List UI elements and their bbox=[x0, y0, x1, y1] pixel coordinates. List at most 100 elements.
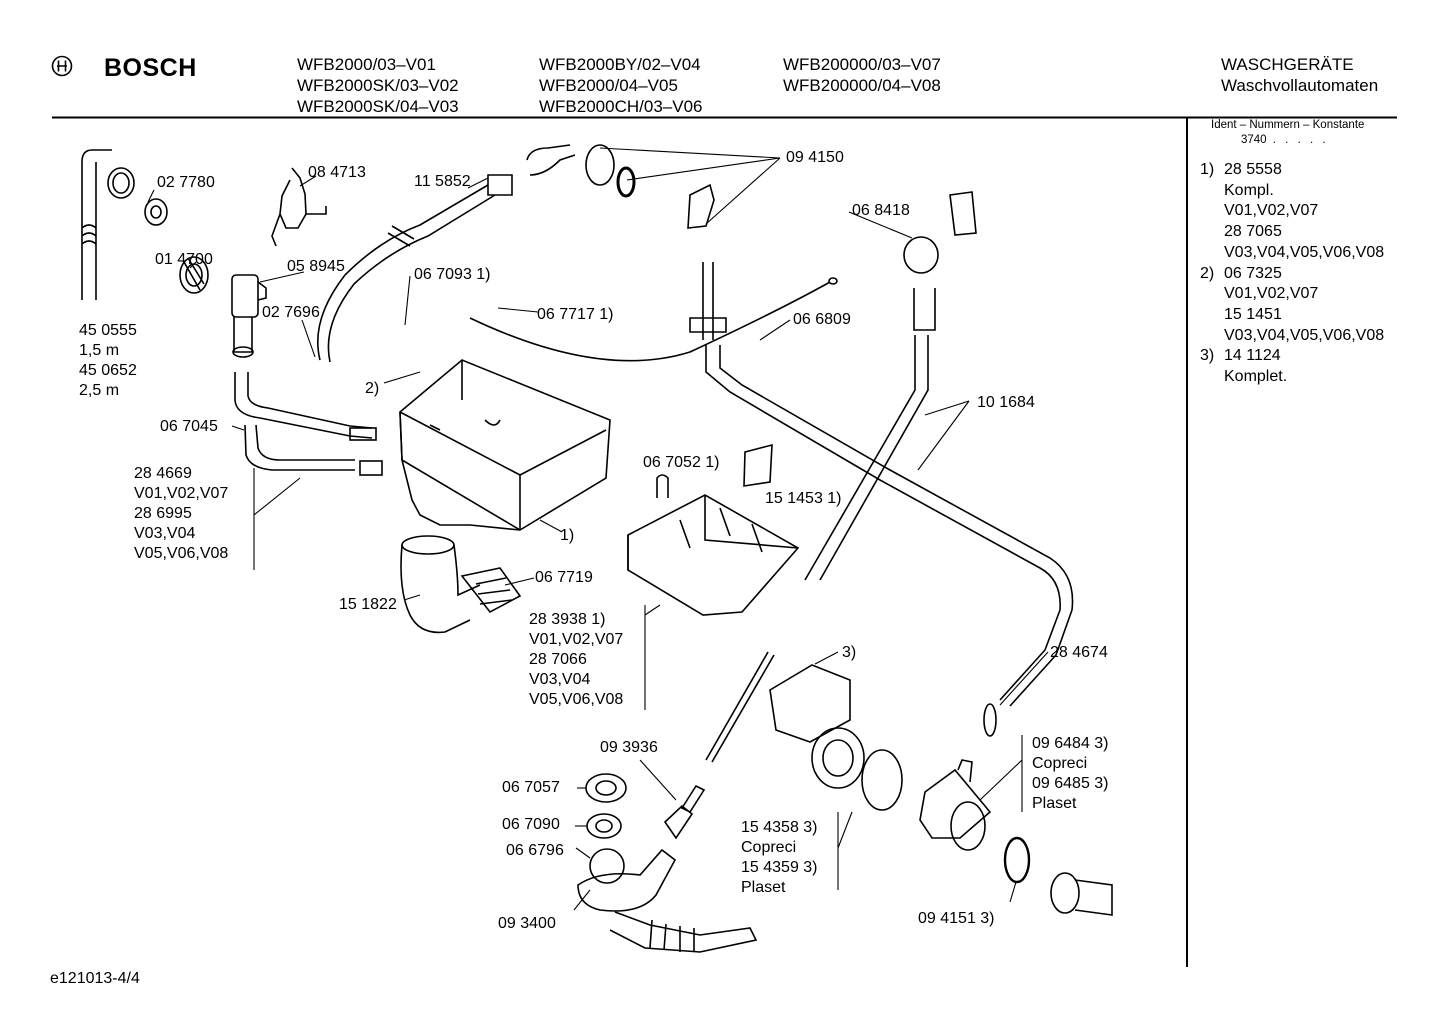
note-line: V01,V02,V07 bbox=[1224, 202, 1319, 220]
models-column-3: WFB200000/03–V07 WFB200000/04–V08 bbox=[783, 54, 941, 96]
bellows-151822 bbox=[400, 535, 522, 634]
model-line: WFB2000/03–V01 bbox=[297, 55, 436, 74]
label-283938: 28 3938 1) V01,V02,V07 28 7066 V03,V04 V… bbox=[529, 610, 623, 710]
label-line: Copreci bbox=[1032, 755, 1088, 772]
pressure-switch-068418 bbox=[903, 191, 977, 331]
label-068418: 06 8418 bbox=[852, 202, 910, 219]
cable-066809 bbox=[469, 281, 831, 362]
note-number: 3) bbox=[1200, 347, 1215, 365]
note-number: 1) bbox=[1200, 161, 1215, 178]
label-line: 2,5 m bbox=[79, 382, 120, 399]
label-066809: 06 6809 bbox=[793, 311, 851, 328]
label-096484: 09 6484 3) Copreci 09 6485 3) Plaset bbox=[1032, 734, 1109, 814]
label-line: 28 4669 bbox=[134, 465, 192, 482]
label-084713: 08 4713 bbox=[308, 164, 366, 181]
model-line: WFB200000/04–V08 bbox=[783, 76, 941, 95]
inlet-hose-450555 bbox=[81, 149, 135, 300]
label-line: V05,V06,V08 bbox=[529, 691, 624, 708]
model-line: WFB200000/03–V07 bbox=[783, 55, 941, 74]
label-450555: 45 0555 1,5 m 45 0652 2,5 m bbox=[79, 321, 137, 401]
label-line: Plaset bbox=[741, 879, 786, 896]
clamp-084713 bbox=[271, 167, 327, 247]
label-line: 09 6484 3) bbox=[1032, 735, 1109, 752]
label-line: 15 4359 3) bbox=[741, 859, 818, 876]
label-067093: 06 7093 1) bbox=[414, 266, 491, 283]
note-line: 28 5558 bbox=[1224, 161, 1282, 178]
label-115852: 11 5852 bbox=[414, 173, 471, 190]
label-094150: 09 4150 bbox=[786, 149, 844, 166]
ball-066796 bbox=[589, 848, 625, 884]
note-line: 15 1451 bbox=[1224, 305, 1282, 323]
label-067719: 06 7719 bbox=[535, 569, 593, 586]
label-line: 45 0555 bbox=[79, 322, 137, 339]
label-line: V01,V02,V07 bbox=[529, 631, 624, 648]
label-067052: 06 7052 1) bbox=[643, 454, 720, 471]
label-line: 09 6485 3) bbox=[1032, 775, 1109, 792]
label-094151: 09 4151 3) bbox=[918, 910, 995, 927]
label-line: 28 6995 bbox=[134, 505, 192, 522]
label-101684: 10 1684 bbox=[977, 394, 1035, 411]
note-line: 14 1124 bbox=[1224, 347, 1281, 365]
label-067057: 06 7057 bbox=[502, 779, 560, 796]
note-line: 28 7065 bbox=[1224, 223, 1282, 241]
leader-lines bbox=[147, 147, 1049, 911]
model-line: WFB2000CH/03–V06 bbox=[539, 97, 703, 116]
note-number: 2) bbox=[1200, 264, 1215, 282]
note-2: 2) 06 7325 V01,V02,V07 15 1451 V03,V04,V… bbox=[1200, 264, 1384, 347]
label-151453: 15 1453 1) bbox=[765, 490, 842, 507]
note-line: V03,V04,V05,V06,V08 bbox=[1224, 243, 1385, 261]
note-line: 06 7325 bbox=[1224, 264, 1282, 282]
constant-value: 3740 bbox=[1241, 134, 1267, 146]
hose-067045 bbox=[234, 372, 373, 439]
model-line: WFB2000SK/04–V03 bbox=[297, 97, 459, 116]
sidebar-title: Ident – Nummern – Konstante bbox=[1211, 119, 1365, 131]
hose-101684 bbox=[804, 335, 929, 581]
label-note-3: 3) bbox=[842, 644, 857, 661]
category-title: WASCHGERÄTE Waschvollautomaten bbox=[1221, 54, 1378, 96]
drawing-code: e121013-4/4 bbox=[50, 970, 140, 987]
label-027696: 02 7696 bbox=[262, 304, 320, 321]
label-line: V03,V04 bbox=[134, 525, 196, 542]
label-line: 45 0652 bbox=[79, 362, 137, 379]
bosch-logo-icon bbox=[51, 55, 73, 77]
models-column-2: WFB2000BY/02–V04 WFB2000/04–V05 WFB2000C… bbox=[539, 54, 702, 117]
model-line: WFB2000/04–V05 bbox=[539, 76, 678, 95]
filter-plug bbox=[1050, 872, 1113, 916]
seal-067090 bbox=[586, 813, 622, 839]
filter-014700 bbox=[179, 256, 209, 294]
valve-body-096484 bbox=[919, 759, 992, 851]
label-line: V03,V04 bbox=[529, 671, 591, 688]
brand-name: BOSCH bbox=[104, 54, 197, 82]
note-line: Komplet. bbox=[1224, 368, 1288, 386]
dispenser-tray-283938 bbox=[627, 494, 800, 616]
label-line: V01,V02,V07 bbox=[134, 485, 229, 502]
label-058945: 05 8945 bbox=[287, 258, 345, 275]
model-line: WFB2000SK/03–V02 bbox=[297, 76, 459, 95]
note-line: V01,V02,V07 bbox=[1224, 285, 1319, 303]
cover-151453 bbox=[743, 443, 773, 487]
label-093936: 09 3936 bbox=[600, 739, 658, 756]
sidebar-constant: 3740 . . . . . bbox=[1241, 134, 1329, 146]
label-067717: 06 7717 1) bbox=[537, 306, 614, 323]
label-line: Plaset bbox=[1032, 795, 1077, 812]
label-151822: 15 1822 bbox=[339, 596, 397, 613]
label-284674: 28 4674 bbox=[1050, 644, 1108, 661]
note-line: V03,V04,V05,V06,V08 bbox=[1224, 326, 1385, 344]
ring-094151 bbox=[1003, 836, 1031, 884]
label-line: 28 3938 1) bbox=[529, 611, 606, 628]
seal-067057 bbox=[585, 773, 627, 803]
label-line: V05,V06,V08 bbox=[134, 545, 229, 562]
subcategory: Waschvollautomaten bbox=[1221, 76, 1379, 95]
note-3: 3) 14 1124 Komplet. bbox=[1200, 346, 1384, 387]
sump-hose-093400 bbox=[577, 848, 758, 953]
label-line: 1,5 m bbox=[79, 342, 120, 359]
category: WASCHGERÄTE bbox=[1221, 55, 1354, 74]
label-note-1: 1) bbox=[560, 527, 575, 544]
model-line: WFB2000BY/02–V04 bbox=[539, 55, 701, 74]
tube-connector bbox=[689, 262, 727, 340]
clip-067052 bbox=[656, 474, 669, 498]
note-line: Kompl. bbox=[1224, 181, 1274, 199]
washer-027780 bbox=[144, 198, 168, 226]
drain-pump-141124 bbox=[769, 664, 903, 811]
note-1: 1) 28 5558 Kompl. V01,V02,V07 28 7065 V0… bbox=[1200, 160, 1384, 264]
